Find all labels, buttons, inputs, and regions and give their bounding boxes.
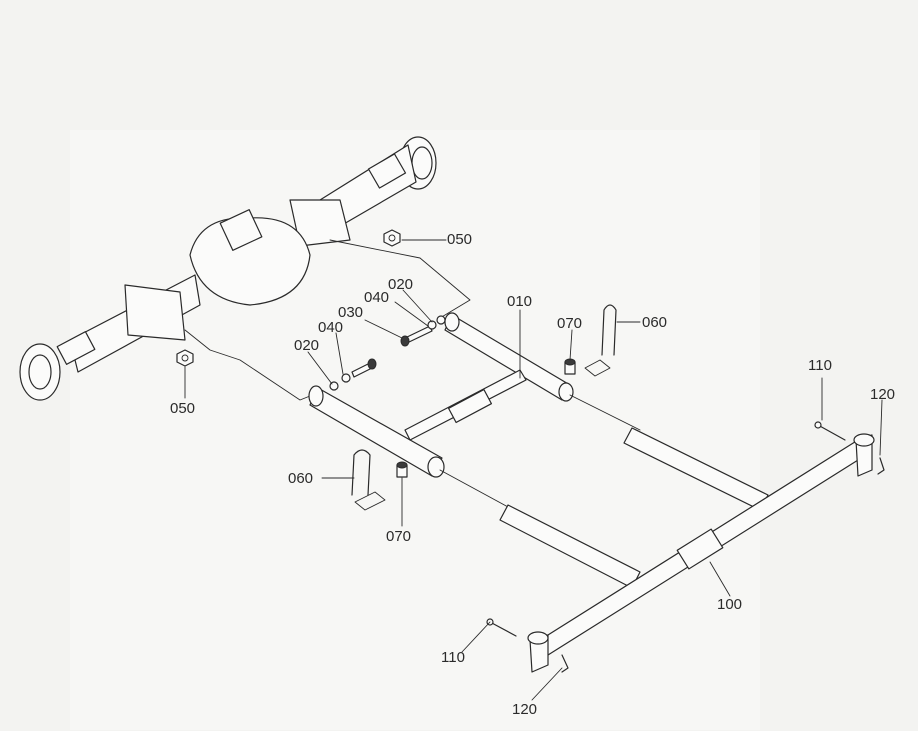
leader-lines — [184, 239, 883, 701]
label-120-left: 120 — [512, 701, 538, 718]
pin-070-upper — [564, 358, 576, 375]
label-050-lower: 050 — [170, 400, 196, 417]
label-010: 010 — [507, 293, 533, 310]
label-020-lower: 020 — [294, 337, 320, 354]
label-060-upper: 060 — [642, 314, 668, 331]
clip-120-right — [877, 457, 885, 475]
label-110-left: 110 — [441, 649, 465, 666]
nut-050-lower — [176, 349, 194, 367]
pin-070-lower — [396, 461, 408, 478]
pivot-bar-010 — [444, 312, 574, 402]
label-060-lower: 060 — [288, 470, 314, 487]
label-070-lower: 070 — [386, 528, 412, 545]
washer-040-upper — [427, 320, 437, 330]
label-070-upper: 070 — [557, 315, 583, 332]
pin-110-right — [814, 421, 846, 441]
pin-110-left — [486, 618, 517, 637]
clip-120-left — [561, 654, 569, 673]
label-020-upper: 020 — [388, 276, 414, 293]
lynch-pin-060-lower — [351, 449, 386, 511]
label-040-upper: 040 — [364, 289, 390, 306]
bolt-030-lower — [351, 358, 377, 378]
nut-050-upper — [383, 229, 401, 247]
rear-axle-housing — [19, 136, 437, 401]
label-030: 030 — [338, 304, 364, 321]
washer-040-lower — [341, 373, 351, 383]
washer-020-upper — [436, 315, 446, 325]
frame-100 — [527, 433, 875, 673]
label-120-right: 120 — [870, 386, 896, 403]
bolt-030 — [400, 325, 433, 347]
pivot-bar-lower — [308, 385, 445, 478]
label-100: 100 — [717, 596, 743, 613]
label-040-lower: 040 — [318, 319, 344, 336]
label-110-right: 110 — [808, 357, 832, 374]
lynch-pin-060-upper — [584, 304, 617, 377]
drive-shaft — [404, 369, 527, 441]
label-050-upper: 050 — [447, 231, 473, 248]
